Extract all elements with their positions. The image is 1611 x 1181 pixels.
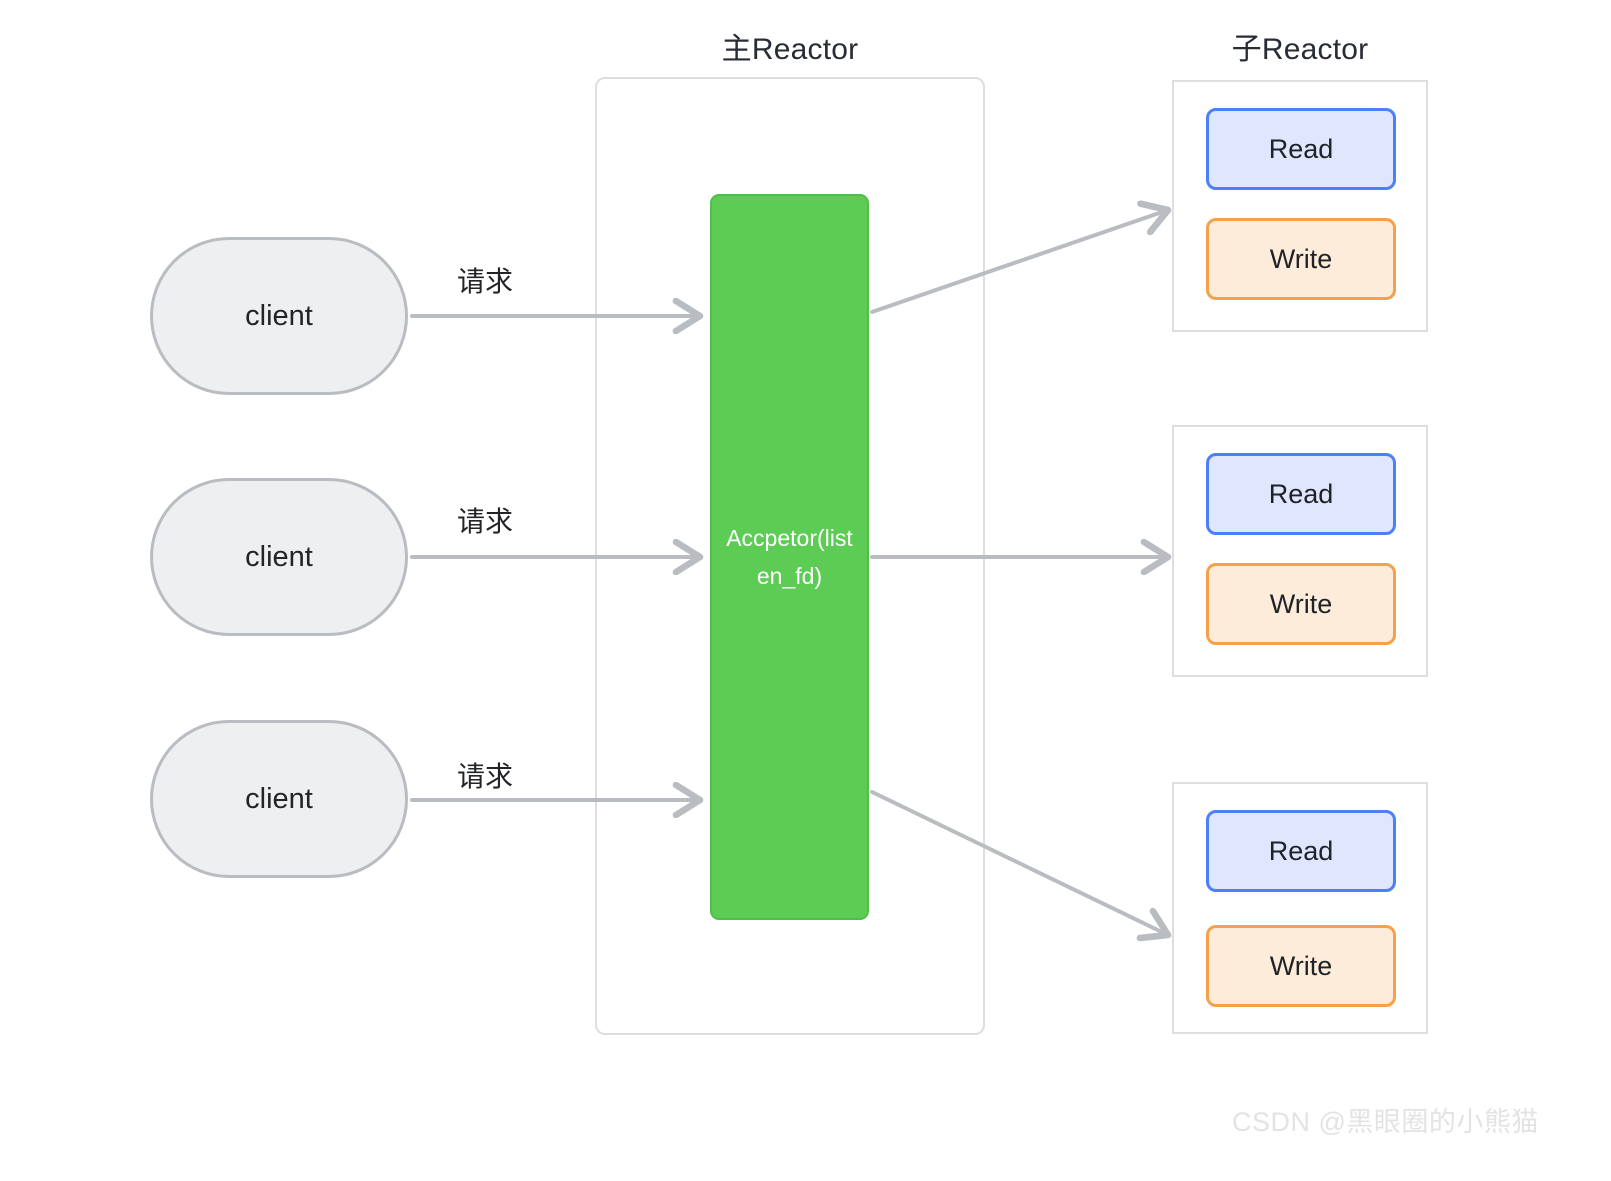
edge-label-request-2: 请求	[457, 506, 514, 537]
main-reactor-title: 主Reactor	[721, 33, 859, 66]
read-box-2[interactable]: Read	[1206, 453, 1396, 535]
client-label: client	[245, 782, 313, 815]
write-label: Write	[1269, 588, 1333, 619]
client-node-1[interactable]: client	[150, 237, 408, 395]
csdn-watermark: CSDN @黑眼圈的小熊猫	[1232, 1107, 1539, 1137]
write-box-3[interactable]: Write	[1206, 925, 1396, 1007]
read-label: Read	[1268, 835, 1334, 866]
client-node-3[interactable]: client	[150, 720, 408, 878]
read-box-3[interactable]: Read	[1206, 810, 1396, 892]
write-label: Write	[1269, 243, 1333, 274]
edge-label-request-1: 请求	[457, 266, 514, 297]
read-box-1[interactable]: Read	[1206, 108, 1396, 190]
client-label: client	[245, 540, 313, 573]
client-node-2[interactable]: client	[150, 478, 408, 636]
sub-reactor-title: 子Reactor	[1231, 33, 1369, 66]
write-label: Write	[1269, 950, 1333, 981]
acceptor-node[interactable]: Accpetor(listen_fd)	[710, 194, 869, 920]
write-box-1[interactable]: Write	[1206, 218, 1396, 300]
edge-label-request-3: 请求	[457, 761, 514, 792]
client-label: client	[245, 299, 313, 332]
read-label: Read	[1268, 478, 1334, 509]
acceptor-label: Accpetor(listen_fd)	[726, 525, 853, 589]
write-box-2[interactable]: Write	[1206, 563, 1396, 645]
read-label: Read	[1268, 133, 1334, 164]
